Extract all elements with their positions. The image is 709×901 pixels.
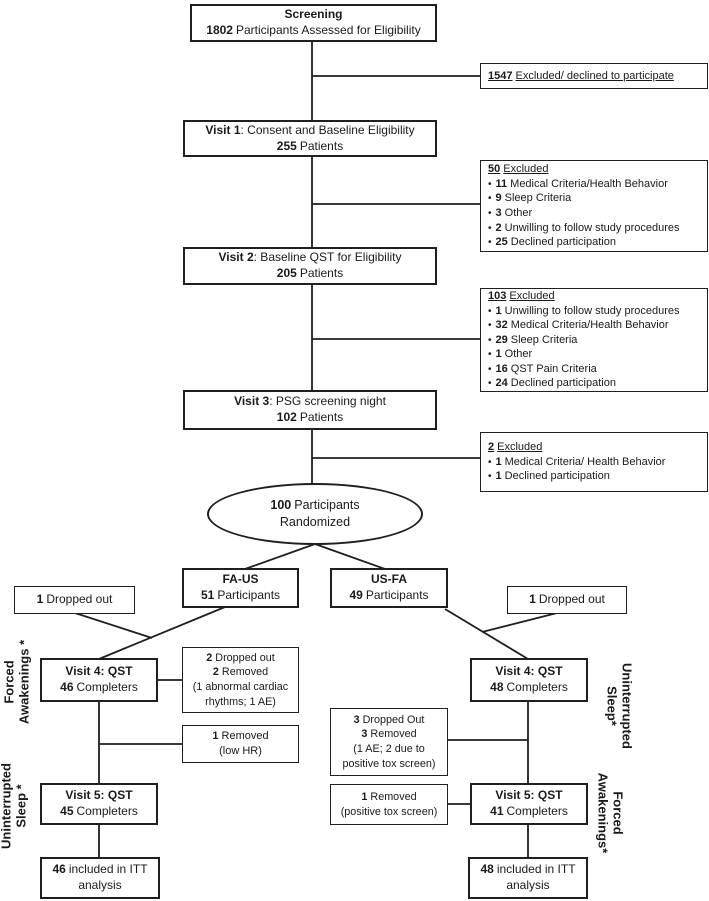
- bullet-icon: •: [488, 456, 492, 468]
- bullet-icon: •: [488, 208, 492, 219]
- attrition-line: positive tox screen): [342, 757, 436, 770]
- bullet-icon: •: [488, 237, 492, 249]
- visit2-box: Visit 2: Baseline QST for Eligibility 20…: [183, 247, 437, 285]
- visit5-right-title: Visit 5: QST: [495, 788, 563, 803]
- visit5-left-title: Visit 5: QST: [65, 788, 133, 803]
- visit1-box: Visit 1: Consent and Baseline Eligibilit…: [183, 120, 437, 157]
- bullet-icon: •: [488, 349, 492, 361]
- visit3-title: Visit 3: PSG screening night: [234, 394, 386, 409]
- bullet-icon: •: [488, 305, 492, 317]
- bullet-icon: •: [488, 193, 492, 205]
- removed-right-reason: (positive tox screen): [340, 805, 438, 818]
- bullet-icon: •: [488, 363, 492, 375]
- attrition-line: (1 AE; 2 due to: [353, 743, 425, 755]
- visit1-title: Visit 1: Consent and Baseline Eligibilit…: [205, 122, 415, 137]
- bullet-icon: •: [488, 178, 492, 190]
- bullet-icon: •: [488, 320, 492, 332]
- randomized-label: Randomized: [279, 515, 351, 529]
- itt-left-label: analysis: [78, 878, 122, 892]
- removed-left-reason: (low HR): [219, 745, 262, 757]
- us-fa-title: US-FA: [371, 572, 407, 587]
- bullet-icon: •: [488, 334, 492, 346]
- itt-right-label: analysis: [506, 878, 550, 892]
- fa-us-title: FA-US: [222, 572, 259, 587]
- visit2-title: Visit 2: Baseline QST for Eligibility: [218, 250, 402, 265]
- attrition-line: (1 abnormal cardiac: [192, 681, 289, 693]
- bullet-icon: •: [488, 222, 492, 234]
- visit4-left-title: Visit 4: QST: [65, 664, 133, 679]
- attrition-line: rhythms; 1 AE): [205, 695, 276, 708]
- bullet-icon: •: [488, 471, 492, 483]
- bullet-icon: •: [488, 378, 492, 390]
- visit4-right-title: Visit 4: QST: [495, 664, 563, 679]
- screening-title: Screening: [284, 7, 343, 22]
